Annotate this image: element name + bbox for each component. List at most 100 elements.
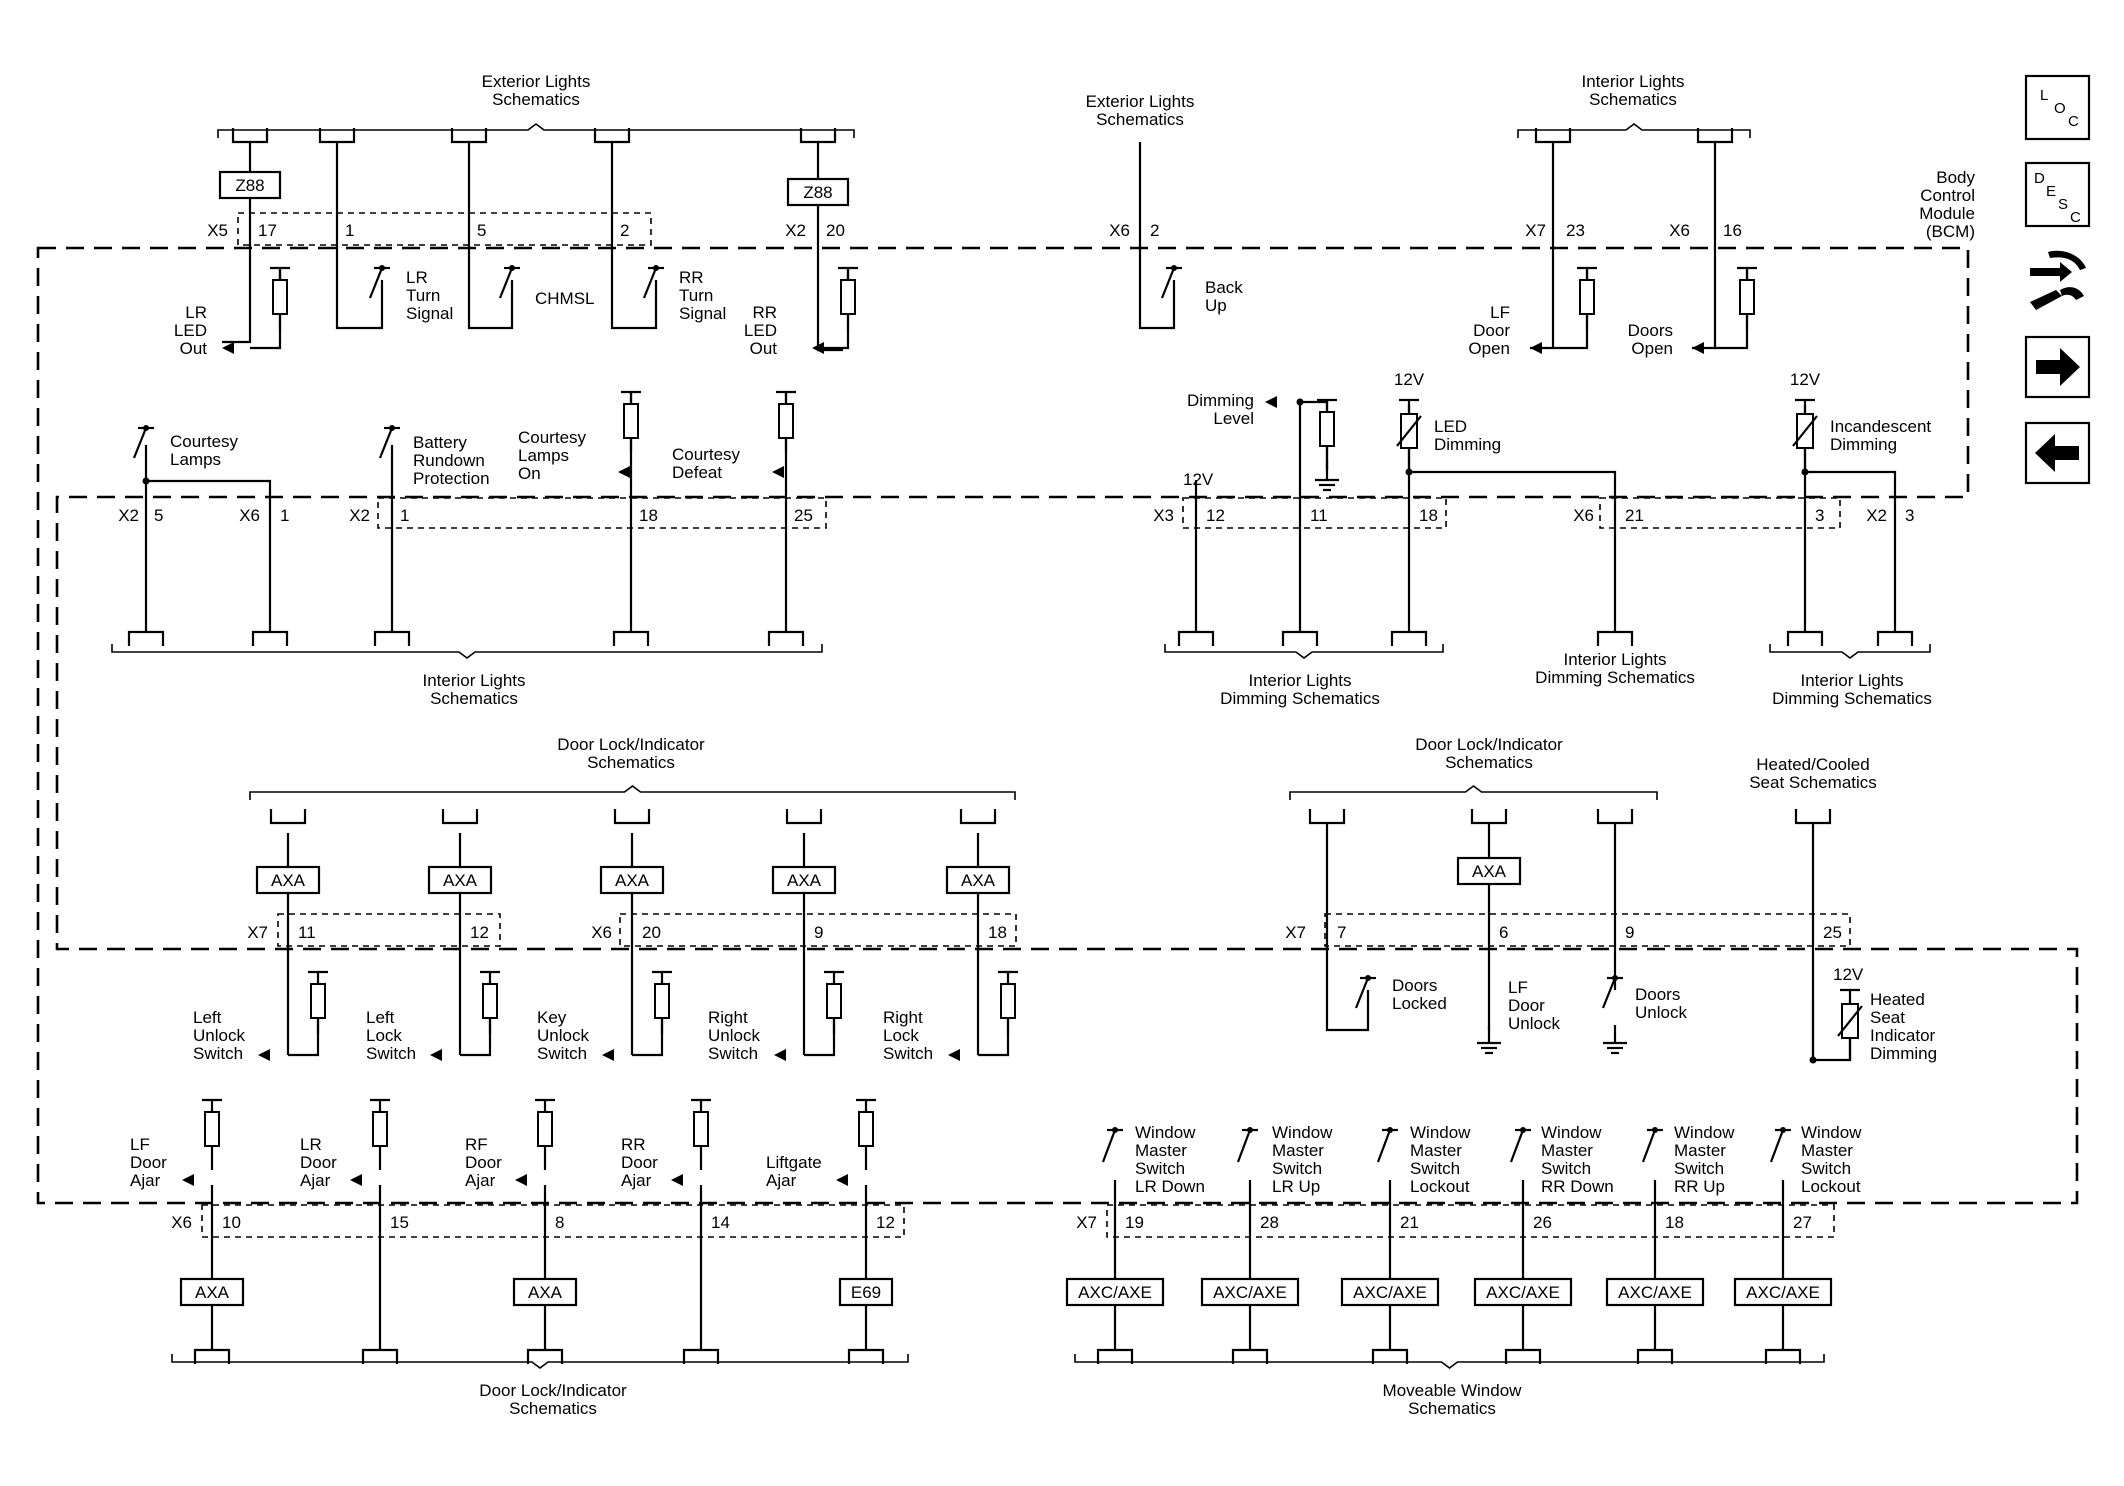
label-line: Lamps [170, 450, 221, 469]
switch-pivot [1520, 1127, 1526, 1133]
label-line: LED [1434, 417, 1467, 436]
bracket-title: Interior Lights [1582, 72, 1685, 91]
label-line: Switch [883, 1044, 933, 1063]
label-line: Doors [1392, 976, 1437, 995]
terminal-cap [251, 630, 289, 646]
tag-box [427, 865, 493, 895]
label-line: RR [621, 1135, 646, 1154]
terminal-cap [1596, 809, 1634, 825]
tag-code: Z88 [803, 183, 832, 202]
label-line: Switch [1541, 1159, 1591, 1178]
connector-name: X2 [785, 221, 806, 240]
connector-views-button[interactable] [2024, 244, 2090, 314]
terminal-cap [318, 128, 356, 144]
pin-number: 1 [345, 221, 354, 240]
arrow-left-icon [812, 342, 824, 354]
option-code-tag: AXC/AXE [1065, 1277, 1165, 1307]
label-line: Ajar [465, 1171, 496, 1190]
option-code-tag: Z88 [218, 170, 282, 200]
label-line: Left [193, 1008, 222, 1027]
previous-page-button[interactable] [2024, 421, 2091, 485]
label-line: CHMSL [535, 289, 595, 308]
connector-name: X7 [1076, 1213, 1097, 1232]
terminal-cap [1177, 630, 1215, 646]
pin-number: 21 [1400, 1213, 1419, 1232]
label-line: Door [1508, 996, 1545, 1015]
bracket-title: Door Lock/Indicator [1415, 735, 1563, 754]
navigation-buttons: L O C D E S C [2024, 74, 2091, 485]
next-page-button[interactable] [2024, 335, 2091, 399]
dimmer-slash [1792, 415, 1818, 447]
connector-x7-row3-outline [277, 913, 501, 947]
switch-blade [1160, 267, 1176, 299]
bracket-title: Interior Lights [423, 671, 526, 690]
module-line1: Body [1936, 168, 1975, 187]
tag-box [179, 1277, 245, 1307]
label-line: Ajar [766, 1171, 797, 1190]
label-line: LF [1508, 978, 1528, 997]
tag-box [1065, 1277, 1165, 1307]
label-line: LR Down [1135, 1177, 1205, 1196]
terminal-caps [127, 128, 1914, 1364]
pin-number: 27 [1793, 1213, 1812, 1232]
dimming-element [1396, 398, 1422, 470]
loc-button[interactable]: L O C [2024, 74, 2091, 141]
terminal-cap [361, 1348, 399, 1364]
chmsl-label: CHMSL [535, 289, 595, 308]
bracket-subtitle: Dimming Schematics [1535, 668, 1695, 687]
pin-number: 18 [1419, 506, 1438, 525]
switch-blade [368, 267, 384, 299]
switch-pivot [379, 265, 385, 271]
resistor [838, 266, 858, 330]
terminal-cap [269, 809, 307, 825]
v12-x3-label: 12V [1183, 470, 1214, 489]
bracket-line [171, 1354, 909, 1369]
tag-box [1340, 1277, 1440, 1307]
connector-name: X2 [349, 506, 370, 525]
arrow-left-icon [618, 466, 630, 478]
label-line: Window [1410, 1123, 1471, 1142]
desc-button[interactable]: D E S C [2024, 161, 2091, 228]
dimming-element [1837, 988, 1863, 1060]
bracket-line [1074, 1354, 1825, 1369]
label-line: Out [180, 339, 208, 358]
tag-code: E69 [851, 1283, 881, 1302]
bracket-title: Door Lock/Indicator [479, 1381, 627, 1400]
resistor-body [1000, 983, 1016, 1019]
grounds [1315, 462, 1627, 1055]
label-line: Door [300, 1153, 337, 1172]
terminal-cap [1876, 630, 1914, 646]
label-line: RR Down [1541, 1177, 1614, 1196]
tag-code: AXA [195, 1283, 230, 1302]
terminal-cap [1636, 1348, 1674, 1364]
junction-dot [1801, 468, 1809, 476]
label-line: Incandescent [1830, 417, 1931, 436]
pin-number: 5 [154, 506, 163, 525]
svg-text:L: L [2040, 87, 2048, 104]
pin-number: 25 [1823, 923, 1842, 942]
arrow-left-icon [515, 1174, 527, 1186]
label-line: Turn [406, 286, 440, 305]
switch-contact [1160, 265, 1182, 299]
terminal-cap [1786, 630, 1824, 646]
connector-name: X6 [239, 506, 260, 525]
svg-text:E: E [2046, 183, 2056, 200]
resistor-body [623, 403, 639, 439]
label-line: Ajar [130, 1171, 161, 1190]
terminal-cap [1504, 1348, 1542, 1364]
bracket-line [249, 785, 1016, 800]
label-line: Switch [1272, 1159, 1322, 1178]
switch-blade [1236, 1129, 1252, 1163]
resistor-body [372, 1111, 388, 1147]
tag-code: AXA [961, 871, 996, 890]
label-line: Open [1468, 339, 1510, 358]
label-line: On [518, 464, 541, 483]
